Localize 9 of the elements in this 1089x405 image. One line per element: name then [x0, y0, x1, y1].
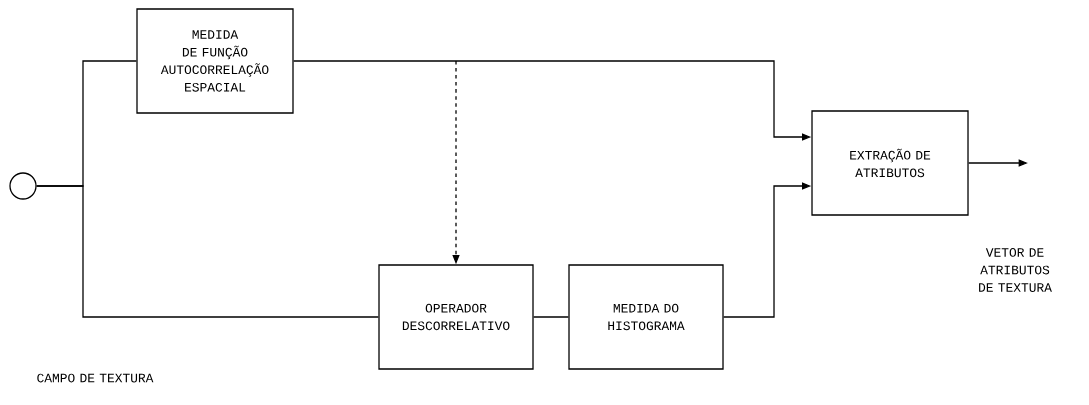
input-circle	[9, 172, 37, 200]
process-box: MEDIDA DE FUNÇÃO AUTOCORRELAÇÃO ESPACIAL	[136, 8, 294, 114]
process-box: EXTRAÇÃO DE ATRIBUTOS	[811, 110, 969, 216]
process-box: MEDIDA DO HISTOGRAMA	[568, 264, 724, 370]
caption-text: CAMPO DE TEXTURA	[37, 373, 154, 383]
connector-line	[36, 185, 379, 318]
process-box: OPERADOR DESCORRELATIVO	[378, 264, 534, 370]
connector-line	[533, 316, 569, 318]
caption-text: VETOR DE ATRIBUTOS DE TEXTURA	[979, 248, 1052, 292]
